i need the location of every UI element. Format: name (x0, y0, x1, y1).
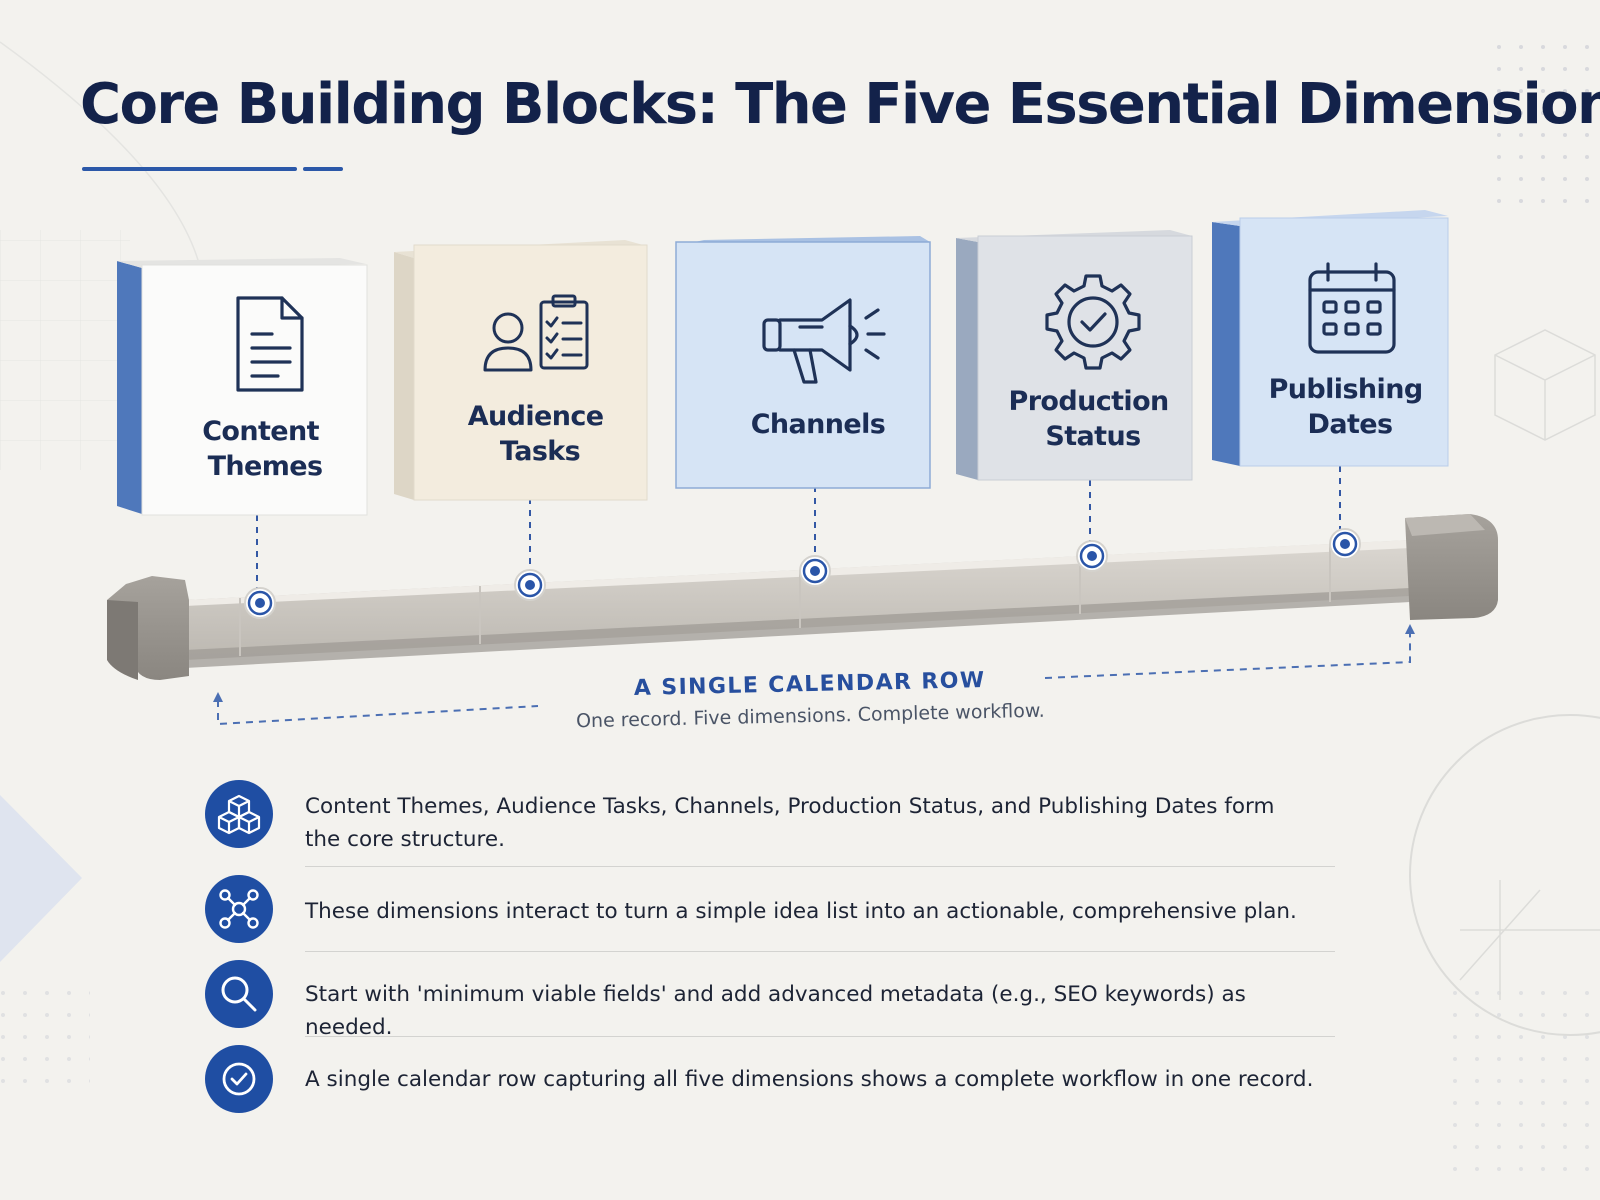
row-dot-marker (1076, 540, 1108, 572)
divider (305, 951, 1335, 952)
gear-check-icon (1045, 274, 1141, 370)
block-label-content-themes: Content Themes (202, 416, 328, 482)
key-point: Start with 'minimum viable fields' and a… (205, 960, 1340, 1044)
block-content-themes: Content Themes (117, 258, 368, 516)
magnifier-icon (205, 960, 273, 1028)
audience-checklist-icon (483, 294, 589, 372)
key-point-text: A single calendar row capturing all five… (305, 1067, 1314, 1092)
divider (305, 866, 1335, 867)
block-label-audience-tasks: Audience Tasks (468, 401, 613, 467)
row-dot-marker (799, 555, 831, 587)
title-underline (82, 167, 297, 171)
key-point: Content Themes, Audience Tasks, Channels… (205, 780, 1340, 867)
row-span-arrows (217, 632, 1411, 726)
megaphone-icon (762, 298, 886, 384)
row-dot-marker (244, 587, 276, 619)
cubes-icon (205, 780, 273, 848)
block-audience-tasks: Audience Tasks (394, 240, 648, 501)
arrow-head-left (213, 692, 223, 702)
block-connectors (256, 466, 1341, 596)
title-underline-accent (303, 167, 343, 171)
calendar-icon (1308, 262, 1396, 354)
document-icon (236, 296, 304, 392)
key-point-text: These dimensions interact to turn a simp… (305, 899, 1297, 924)
block-label-production-status: Production Status (1009, 386, 1178, 452)
key-point: A single calendar row capturing all five… (205, 1045, 1340, 1129)
left-end-cap (107, 576, 189, 680)
page-title: Core Building Blocks: The Five Essential… (80, 72, 1600, 137)
row-dot-markers (244, 528, 1361, 619)
row-dot-marker (1329, 528, 1361, 560)
key-point-text: Content Themes, Audience Tasks, Channels… (305, 794, 1275, 852)
block-publishing-dates: Publishing Dates (1212, 210, 1449, 467)
divider (305, 1036, 1335, 1037)
block-label-publishing-dates: Publishing Dates (1269, 374, 1432, 440)
block-production-status: Production Status (956, 230, 1193, 481)
check-circle-icon (205, 1045, 273, 1113)
calendar-row-diagram: Content Themes Audience (107, 210, 1498, 726)
arrow-head-right (1405, 624, 1415, 634)
key-point: These dimensions interact to turn a simp… (205, 875, 1340, 959)
right-end-cap (1405, 514, 1498, 620)
network-icon (205, 875, 273, 943)
calendar-row-bar (185, 540, 1410, 668)
block-channels: Channels (675, 236, 931, 489)
row-dot-marker (514, 569, 546, 601)
block-label-channels: Channels (751, 409, 886, 440)
key-point-text: Start with 'minimum viable fields' and a… (305, 982, 1246, 1040)
